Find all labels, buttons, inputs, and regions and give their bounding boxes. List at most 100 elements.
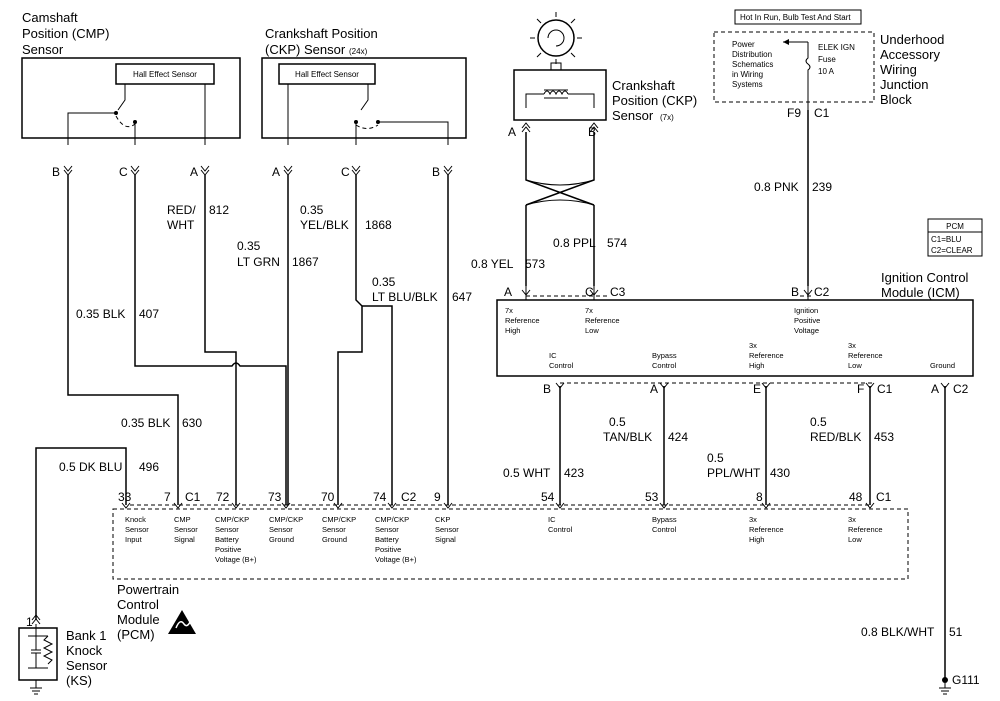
w647-b: LT BLU/BLK <box>372 290 438 304</box>
pcm-box <box>112 508 909 580</box>
twisted-pair-sleeve <box>525 179 595 206</box>
w496-a: 0.5 DK BLU <box>59 460 122 474</box>
icm-top-1c: High <box>505 326 520 335</box>
cmp-sensor: Camshaft Position (CMP) Sensor Hall Effe… <box>21 10 241 145</box>
pcm-l10c: High <box>749 535 764 544</box>
icm-bot-1b: Control <box>549 361 574 370</box>
ckp24-title-2: (CKP) Sensor <box>265 42 346 57</box>
pcm-l4c: Ground <box>269 535 294 544</box>
wire-496 <box>35 447 127 620</box>
ckp7-magnet <box>550 62 562 71</box>
ckp24-title-suffix: (24x) <box>349 47 368 56</box>
icm-pin-c: C <box>585 285 594 299</box>
pcm-l10b: Reference <box>749 525 784 534</box>
ckp24-hall-box <box>278 63 376 85</box>
junction-title-4: Junction <box>880 77 928 92</box>
pcm-pin-74: 74 <box>373 490 387 504</box>
ckp24-hall-label: Hall Effect Sensor <box>295 70 359 79</box>
junction-title-1: Underhood <box>880 32 944 47</box>
icm-top-3c: Voltage <box>794 326 819 335</box>
icm-bot-5: Ground <box>930 361 955 370</box>
pcm-conn-c1b: C1 <box>876 490 892 504</box>
ckp24-pin-b: B <box>432 165 440 179</box>
ckp7-pin-a: A <box>508 125 516 139</box>
w574-num: 574 <box>607 236 627 250</box>
pcm-l7c: Signal <box>435 535 456 544</box>
w407-a: 0.35 BLK <box>76 307 125 321</box>
junction-pin: F9 <box>787 106 801 120</box>
pcm-l7b: Sensor <box>435 525 459 534</box>
pcm-pin-72: 72 <box>216 490 230 504</box>
wire-407-630 <box>67 175 179 505</box>
w424-num: 424 <box>668 430 688 444</box>
ground-g111: G111 <box>939 673 980 695</box>
w430-a: 0.5 <box>707 451 724 465</box>
chevron-pin <box>521 289 813 296</box>
icm-conn-c3: C3 <box>610 285 626 299</box>
cmp-sensor-box <box>21 57 241 139</box>
cmp-pin-c: C <box>119 165 128 179</box>
pd-line-2: Distribution <box>732 50 772 59</box>
w1867-num: 1867 <box>292 255 319 269</box>
icm-bot-3b: Reference <box>749 351 784 360</box>
junction-block: Hot In Run, Bulb Test And Start Power Di… <box>713 9 944 286</box>
pcm-l8a: IC <box>548 515 556 524</box>
icm-box <box>496 299 974 377</box>
w423-a: 0.5 WHT <box>503 466 551 480</box>
pcm-l7a: CKP <box>435 515 450 524</box>
pcm-l9a: Bypass <box>652 515 677 524</box>
pcm-title-2: Control <box>117 597 159 612</box>
w496-num: 496 <box>139 460 159 474</box>
chevron-pin <box>200 165 210 176</box>
cmp-switch <box>117 84 126 111</box>
icm-bpin-e: E <box>753 382 761 396</box>
icm-bot-3c: High <box>749 361 764 370</box>
pd-line-4: in Wiring <box>732 70 763 79</box>
icm-bot-3a: 3x <box>749 341 757 350</box>
pcm-l9b: Control <box>652 525 677 534</box>
ckp24-sensor: Crankshaft Position (CKP) Sensor (24x) H… <box>261 26 467 145</box>
w812-a: RED/ <box>167 203 196 217</box>
icm-pin-a: A <box>504 285 512 299</box>
pcm-l2b: Sensor <box>174 525 198 534</box>
ckp7-title-suffix: (7x) <box>660 113 674 122</box>
pcm-pin-7: 7 <box>164 490 171 504</box>
icm-top-3a: Ignition <box>794 306 818 315</box>
pcm-l6a: CMP/CKP <box>375 515 409 524</box>
ckp24-pin-c: C <box>341 165 350 179</box>
icm-bot-4c: Low <box>848 361 862 370</box>
pcm-title-3: Module <box>117 612 160 627</box>
w424-b: TAN/BLK <box>603 430 652 444</box>
pcm-l8b: Control <box>548 525 573 534</box>
pcm-l11a: 3x <box>848 515 856 524</box>
fuse-icon <box>805 42 811 110</box>
chevron-pin <box>63 165 73 176</box>
pcm-legend-2: C2=CLEAR <box>931 246 973 255</box>
w1868-a: 0.35 <box>300 203 324 217</box>
ckp24-sensor-box <box>261 57 467 139</box>
icm-bot-4b: Reference <box>848 351 883 360</box>
icm-conn-gc2: C2 <box>953 382 969 396</box>
pcm-pin-53: 53 <box>645 490 659 504</box>
icm-bot-4a: 3x <box>848 341 856 350</box>
reluctor-wheel-icon <box>537 19 575 57</box>
icm-bot-2a: Bypass <box>652 351 677 360</box>
w630-num: 630 <box>182 416 202 430</box>
chevron-pin <box>121 502 875 509</box>
icm-title-1: Ignition Control <box>881 270 969 285</box>
w423-num: 423 <box>564 466 584 480</box>
pcm-legend-1: C1=BLU <box>931 235 962 244</box>
icm-bpin-b: B <box>543 382 551 396</box>
ground-symbol-icon <box>939 683 951 695</box>
icm-conn-c1: C1 <box>877 382 893 396</box>
pcm-l11b: Reference <box>848 525 883 534</box>
ground-label: G111 <box>952 673 980 687</box>
icm-bot-2b: Control <box>652 361 677 370</box>
ks-box <box>18 627 58 681</box>
w574-a: 0.8 PPL <box>553 236 596 250</box>
ks-pin: 1 <box>26 615 33 629</box>
ckp7-leads <box>525 93 595 108</box>
fuse-line-3: 10 A <box>818 67 835 76</box>
w812-b: WHT <box>167 218 195 232</box>
junction-title-3: Wiring <box>880 62 917 77</box>
